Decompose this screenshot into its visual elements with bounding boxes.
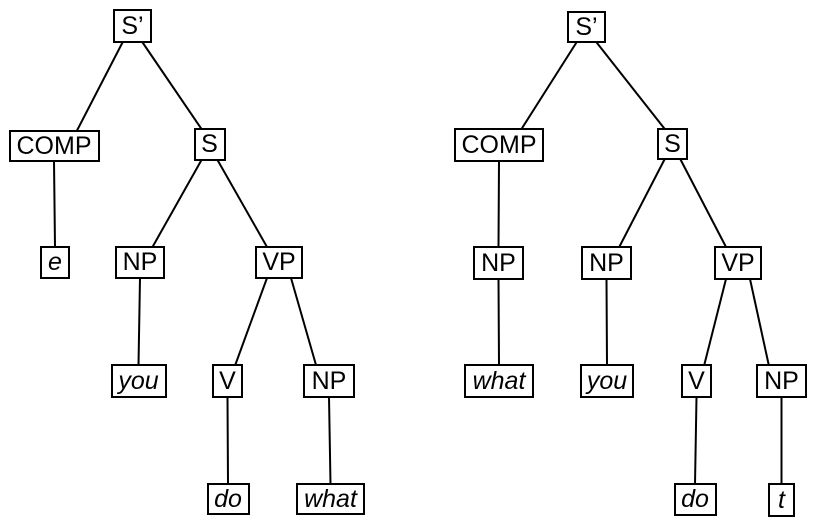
tree-edge-comp-np-comp — [497, 160, 500, 248]
tree-node-right-tree-you: you — [580, 364, 634, 398]
tree-edge-vp-np-object — [749, 278, 770, 366]
tree-node-right-tree-s-prime: S’ — [567, 11, 606, 43]
tree-node-right-tree-do: do — [673, 483, 717, 516]
tree-edge-s-vp — [679, 158, 727, 248]
tree-edge-s-np-subject — [151, 159, 203, 248]
tree-edge-s-prime-s — [141, 41, 203, 130]
tree-node-left-tree-e: e — [40, 246, 70, 279]
tree-node-left-tree-np-object: NP — [303, 364, 355, 398]
tree-edge-np-subject-you — [137, 277, 141, 366]
tree-node-right-tree-np-object: NP — [756, 364, 807, 398]
tree-node-right-tree-v: V — [681, 364, 712, 398]
tree-node-left-tree-comp: COMP — [8, 130, 100, 162]
tree-node-right-tree-np-subject: NP — [581, 246, 632, 280]
tree-node-left-tree-np-subject: NP — [115, 246, 165, 279]
tree-node-right-tree-vp: VP — [714, 246, 762, 280]
tree-node-right-tree-what: what — [464, 364, 534, 398]
tree-node-right-tree-s: S — [657, 128, 688, 160]
tree-edge-vp-v — [703, 278, 727, 366]
tree-edge-comp-e — [53, 160, 56, 248]
tree-edge-np-comp-what — [497, 278, 500, 366]
tree-node-left-tree-do: do — [206, 483, 250, 515]
tree-node-left-tree-v: V — [212, 364, 243, 398]
tree-node-left-tree-you: you — [110, 364, 167, 398]
tree-edge-s-vp — [216, 159, 268, 248]
tree-edge-s-prime-comp — [75, 41, 124, 132]
tree-edge-np-object-what — [328, 396, 332, 485]
tree-node-left-tree-what: what — [296, 483, 365, 515]
tree-edge-s-prime-comp — [520, 41, 578, 130]
tree-node-right-tree-comp: COMP — [454, 128, 544, 162]
tree-edge-vp-v — [234, 277, 268, 366]
tree-edge-v-do — [226, 396, 229, 485]
tree-edge-vp-np-object — [290, 277, 317, 366]
tree-node-right-tree-t: t — [768, 483, 795, 517]
tree-edge-np-subject-you — [605, 278, 608, 366]
tree-node-left-tree-vp: VP — [255, 246, 303, 279]
tree-node-right-tree-np-comp: NP — [473, 246, 524, 280]
tree-edge-s-np-subject — [618, 158, 666, 248]
tree-node-left-tree-s-prime: S’ — [113, 9, 152, 43]
tree-node-left-tree-s: S — [193, 128, 226, 161]
tree-edge-v-do — [694, 396, 698, 485]
tree-edge-s-prime-s — [595, 41, 666, 130]
